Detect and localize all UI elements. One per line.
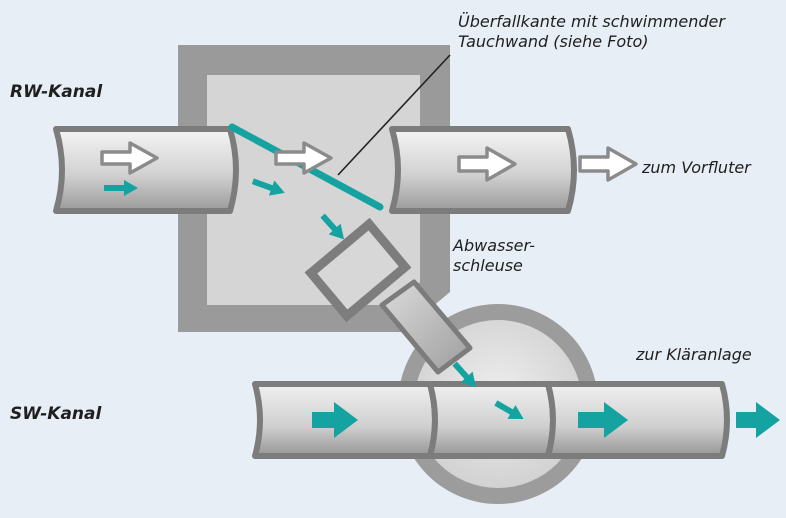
label-leader-line <box>337 54 451 176</box>
flow-arrow-teal-icon <box>104 180 138 196</box>
klaeranlage-label: zur Kläranlage <box>636 345 752 364</box>
flow-arrow-teal-icon <box>578 402 628 438</box>
overflow-edge-label: Überfallkante mit schwimmender Tauchwand… <box>458 12 725 52</box>
sw-pipe-segment-3 <box>545 381 730 459</box>
flow-arrow-teal-icon <box>736 402 780 438</box>
flow-arrow-outline-icon <box>457 146 517 182</box>
sw-kanal-label: SW-Kanal <box>10 404 102 424</box>
vorfluter-label: zum Vorfluter <box>642 158 751 177</box>
flow-arrow-outline-icon <box>100 141 159 175</box>
rw-pipe-segment-1 <box>53 126 239 214</box>
flow-arrow-teal-icon <box>452 361 477 388</box>
flow-arrow-outline-icon <box>578 146 638 182</box>
schleuse-label-line-2: schleuse <box>453 256 523 275</box>
sw-pipe-segment-2 <box>427 381 556 459</box>
abwasserschleuse-label: Abwasser- schleuse <box>453 236 535 276</box>
flow-arrows-outline <box>100 141 638 182</box>
connector-tube <box>379 279 473 375</box>
flow-arrow-teal-icon <box>251 178 285 196</box>
schleuse-label-line-1: Abwasser- <box>453 236 535 255</box>
flow-arrow-outline-icon <box>274 141 333 175</box>
overflow-label-line-1: Überfallkante mit schwimmender <box>458 12 725 31</box>
flow-arrow-teal-icon <box>320 213 345 240</box>
abwasserschleuse-box <box>304 217 412 323</box>
flow-arrows-teal <box>104 178 780 438</box>
overflow-label-line-2: Tauchwand (siehe Foto) <box>458 32 649 51</box>
rw-kanal-label: RW-Kanal <box>10 82 103 102</box>
flow-arrow-teal-icon <box>494 400 524 419</box>
flow-arrow-teal-icon <box>312 402 358 438</box>
